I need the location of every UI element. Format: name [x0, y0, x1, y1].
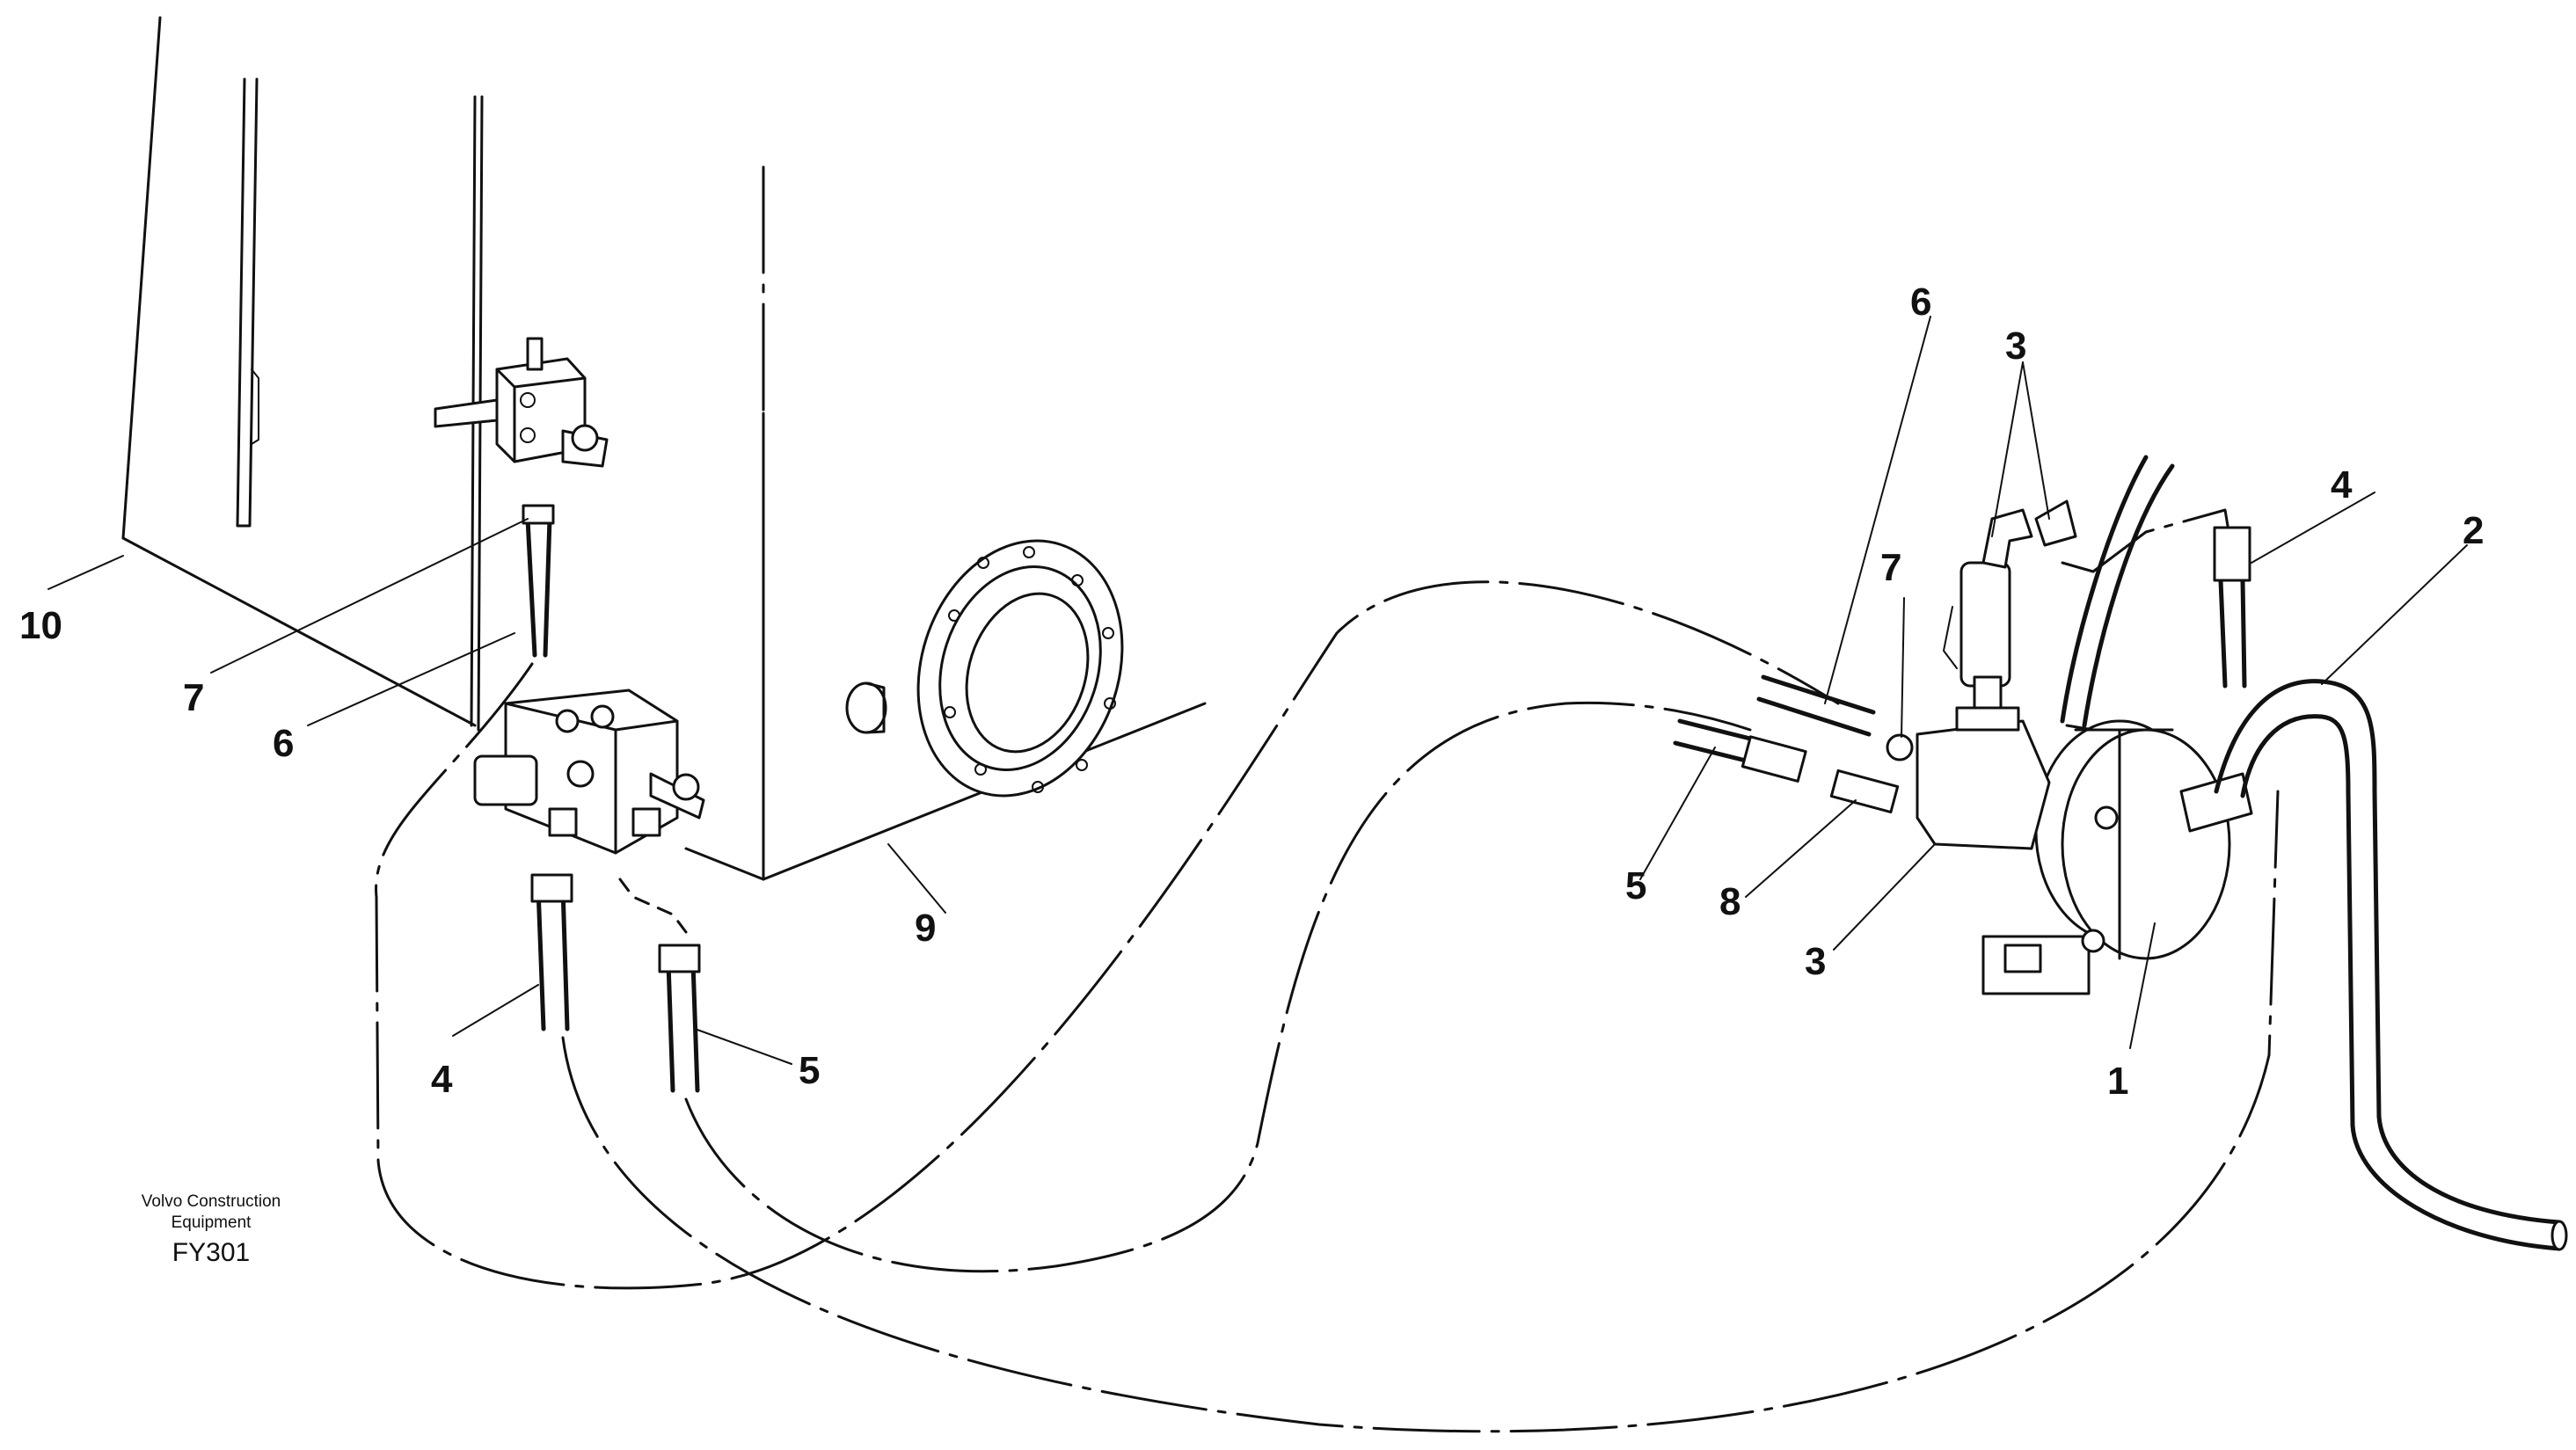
label-6-right: 6 — [1910, 281, 1931, 324]
return-hoses — [375, 580, 2280, 1433]
left-small-hoses — [522, 504, 701, 1093]
label-5-left: 5 — [799, 1049, 820, 1092]
credit-block: Volvo Construction Equipment FY301 — [142, 1192, 281, 1267]
label-3-bottom: 3 — [1805, 940, 1826, 983]
pump-assembly — [1916, 719, 2253, 995]
relief-valve — [1943, 499, 2077, 732]
lower-valve-block — [473, 689, 705, 855]
suction-hose — [2214, 679, 2568, 1251]
credit-line-2: Equipment — [171, 1213, 252, 1232]
label-5-right: 5 — [1625, 864, 1646, 907]
cab-frame — [121, 16, 484, 732]
label-10: 10 — [19, 604, 62, 647]
label-7-right: 7 — [1880, 546, 1901, 589]
label-4-right: 4 — [2331, 463, 2353, 506]
plug — [845, 681, 887, 734]
inspection-flange — [916, 539, 1124, 798]
label-6-left: 6 — [273, 722, 294, 765]
label-8: 8 — [1719, 880, 1740, 923]
label-9: 9 — [915, 907, 936, 950]
label-4-left: 4 — [431, 1058, 453, 1101]
upper-valve-block — [434, 337, 609, 468]
credit-line-1: Volvo Construction — [142, 1192, 281, 1211]
label-7-left: 7 — [183, 676, 204, 719]
label-3-top: 3 — [2005, 324, 2026, 368]
tank-box — [684, 165, 1207, 881]
part-labels: 10 7 6 9 4 5 6 3 4 2 7 5 8 3 1 — [19, 281, 2484, 1103]
pressure-hose — [2060, 455, 2231, 732]
figure-code: FY301 — [172, 1238, 250, 1267]
right-fittings — [1673, 526, 2251, 814]
label-2: 2 — [2463, 509, 2484, 552]
leader-lines — [47, 316, 2468, 1065]
label-1: 1 — [2107, 1060, 2128, 1103]
